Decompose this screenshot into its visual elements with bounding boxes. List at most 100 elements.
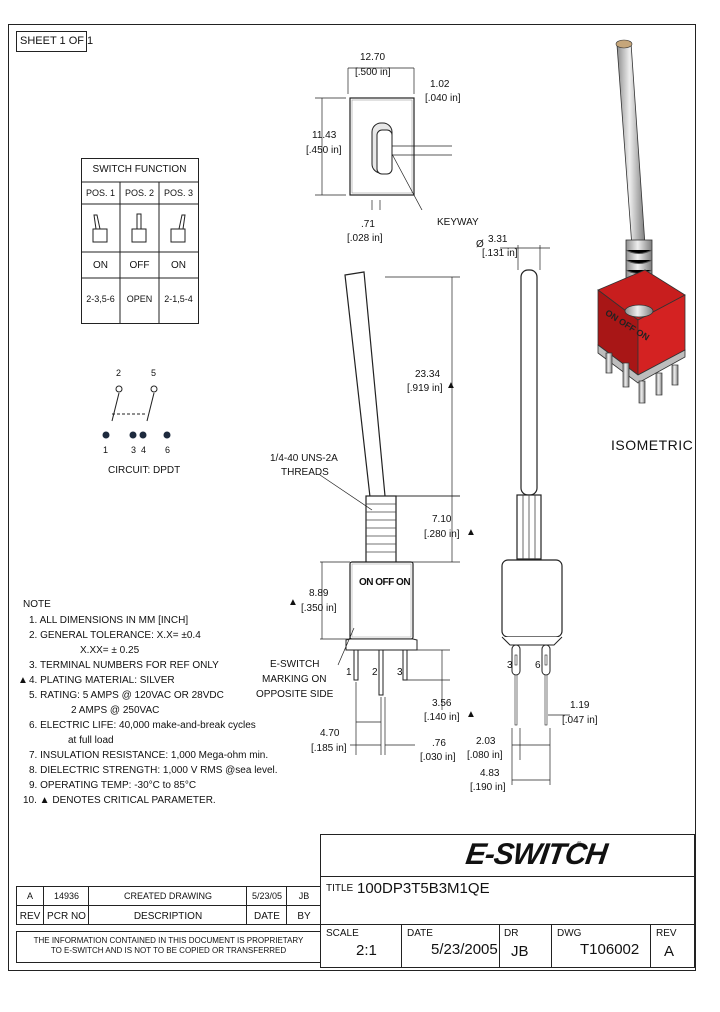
lever-len-in: [.919 in] [407,383,443,394]
side-view-drawing [500,245,570,785]
term-w-in: [.080 in] [467,750,503,761]
eswitch-mark-1: E-SWITCH [270,659,320,670]
terminal-in: [.140 in] [424,712,460,723]
eswitch-mark-2: MARKING ON [262,674,327,685]
top-width-mm: 12.70 [360,52,386,63]
circuit-pin-5: 5 [151,368,157,378]
pos2-lever-icon [131,213,147,243]
term-t-mm: 1.19 [570,700,590,711]
circuit-pin-2: 2 [116,368,122,378]
rev-row-pcr: 14936 [53,891,80,901]
lever-dia-symbol: Ø [476,239,484,250]
note-7: 7. INSULATION RESISTANCE: 1,000 Mega-ohm… [29,750,269,761]
circuit-pin-1: 1 [103,445,109,455]
note-8: 8. DIELECTRIC STRENGTH: 1,000 V RMS @sea… [29,765,278,776]
state-pos2: OFF [129,260,150,271]
note-5b: 2 AMPS @ 250VAC [71,705,160,716]
connection-pos2: OPEN [126,294,153,304]
circuit-pin-6: 6 [165,445,171,455]
state-pos1: ON [93,260,108,271]
body-mm: 8.89 [309,588,329,599]
front-terminal-2: 2 [372,667,378,678]
switch-function-table: SWITCH FUNCTION POS. 1 POS. 2 POS. 3 ON … [81,158,199,324]
proprietary-line-1: THE INFORMATION CONTAINED IN THIS DOCUME… [33,936,304,945]
rev-row-date: 5/23/05 [251,891,283,901]
rev-header-rev: REV [19,911,41,922]
body-critical-icon: ▲ [288,597,298,608]
bushing-mm: 7.10 [432,514,452,525]
pin-mm: .76 [432,738,446,749]
rev-header-by: BY [297,911,311,922]
top-width-in: [.500 in] [355,67,391,78]
dr-label: DR [504,928,519,939]
sheet-label: SHEET 1 OF 1 [20,35,94,47]
note-10: 10. ▲ DENOTES CRITICAL PARAMETER. [23,795,216,806]
terminal-mm: 3.56 [432,698,452,709]
connection-pos1: 2-3,5-6 [86,294,115,304]
note-9: 9. OPERATING TEMP: -30°C to 85°C [29,780,197,791]
date-value: 5/23/2005 [431,941,498,958]
body-marking: ON OFF ON [359,577,411,588]
top-keyway-w-mm: 1.02 [430,79,450,90]
front-terminal-1: 1 [346,667,352,678]
proprietary-line-2: TO E-SWITCH AND IS NOT TO BE COPIED OR T… [50,946,287,955]
term-w-mm: 2.03 [476,736,496,747]
thread-label-2: THREADS [281,467,329,478]
rev-row-by: JB [298,891,310,901]
rev-header-pcr: PCR NO [47,911,86,922]
pitch-in: [.185 in] [311,743,347,754]
rev-row-desc: CREATED DRAWING [123,891,212,901]
note-1: 1. ALL DIMENSIONS IN MM [INCH] [29,615,189,626]
lever-len-mm: 23.34 [415,369,441,380]
note-2: 2. GENERAL TOLERANCE: X.X= ±0.4 [29,630,201,641]
lever-len-critical-icon: ▲ [446,380,456,391]
rev-header-desc: DESCRIPTION [133,911,203,922]
note-2b: X.XX= ± 0.25 [80,645,140,656]
bushing-critical-icon: ▲ [466,527,476,538]
eswitch-logo: E-SWITCH [463,838,609,871]
body-in: [.350 in] [301,603,337,614]
side-terminal-3: 3 [507,660,513,671]
title-block-grid [320,834,695,968]
note-6: 6. ELECTRIC LIFE: 40,000 make-and-break … [29,720,256,731]
note-6b: at full load [68,735,114,746]
span-mm: 4.83 [480,768,500,779]
eswitch-mark-3: OPPOSITE SIDE [256,689,334,700]
keyway-label: KEYWAY [437,217,479,228]
pin-in: [.030 in] [420,752,456,763]
pos1-lever-icon [92,214,108,243]
front-view-drawing [319,271,460,755]
title-label: TITLE [326,883,354,894]
note-4-critical-icon: ▲ [18,675,28,686]
terminal-critical-icon: ▲ [466,709,476,720]
rev-value: A [664,943,675,960]
span-in: [.190 in] [470,782,506,793]
dwg-value: T106002 [580,941,640,958]
header-pos2: POS. 2 [124,188,154,198]
thread-label-1: 1/4-40 UNS-2A [270,453,338,464]
drawing-border [8,24,696,971]
top-height-mm: 11.43 [312,130,337,141]
bushing-in: [.280 in] [424,529,460,540]
top-keyway-off-in: [.028 in] [347,233,383,244]
header-pos3: POS. 3 [163,188,193,198]
pos3-lever-icon [170,214,186,243]
side-terminal-6: 6 [535,660,541,671]
rev-label: REV [656,928,677,939]
rev-row-rev: A [26,891,33,901]
dwg-label: DWG [557,928,582,939]
circuit-diagram [102,385,171,439]
lever-dia-in: [.131 in] [482,248,518,259]
dr-value: JB [511,943,529,960]
title-value: 100DP3T5B3M1QE [357,880,490,897]
isometric-label: ISOMETRIC [611,437,694,453]
circuit-pin-4: 4 [141,445,147,455]
pitch-mm: 4.70 [320,728,340,739]
top-keyway-w-in: [.040 in] [425,93,461,104]
note-4: 4. PLATING MATERIAL: SILVER [29,675,175,686]
date-label: DATE [407,928,433,939]
switch-function-title: SWITCH FUNCTION [92,164,187,175]
scale-value: 2:1 [356,942,377,959]
connection-pos3: 2-1,5-4 [164,294,193,304]
header-pos1: POS. 1 [85,188,115,198]
